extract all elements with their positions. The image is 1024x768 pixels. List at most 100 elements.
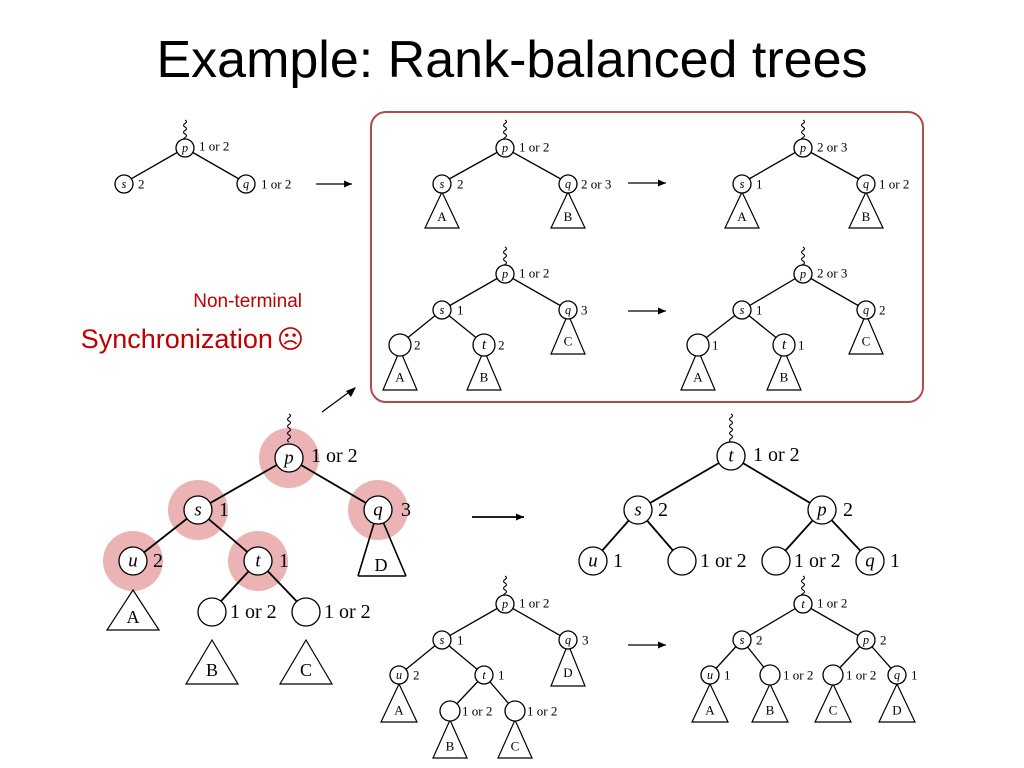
rank-label: 2	[498, 338, 505, 353]
node-name-label: p	[799, 267, 806, 281]
tree-node	[495, 264, 515, 284]
arrow-tree1-head	[344, 180, 352, 188]
rank-label: 2 or 3	[817, 266, 847, 281]
rank-label: 1 or 2	[879, 177, 909, 192]
tree-node	[558, 300, 578, 320]
node-name-label: p	[799, 141, 806, 155]
node-name-label: t	[255, 551, 261, 572]
subtree-label: D	[375, 555, 388, 575]
rank-label: 1 or 2	[783, 668, 813, 683]
tree-edge	[441, 147, 506, 184]
tree-edge	[802, 603, 867, 641]
tree-node	[432, 300, 452, 320]
subtree-label: B	[780, 370, 789, 385]
subtree-label: B	[564, 209, 573, 224]
subtree-triangle	[432, 718, 468, 759]
node-name-label: p	[501, 141, 508, 155]
tree-edge	[637, 455, 732, 511]
tree-node	[236, 174, 256, 194]
rank-label: 2 or 3	[817, 140, 847, 155]
tree-node	[274, 443, 304, 473]
subtree-triangle	[105, 588, 161, 631]
node-name-label: q	[565, 303, 571, 317]
blank-node	[291, 597, 321, 627]
rank-label: 1 or 2	[230, 601, 277, 623]
tree-edge	[441, 273, 506, 311]
tree-node	[472, 333, 496, 357]
rank-label: 1 or 2	[519, 266, 549, 281]
subtree-label: B	[480, 370, 489, 385]
subtree-label: B	[206, 660, 218, 680]
rank-label: 1 or 2	[700, 550, 747, 572]
tree-edge	[802, 273, 867, 311]
arrow-box-row2-head	[658, 307, 666, 315]
node-name-label: t	[782, 337, 787, 353]
node-name-label: s	[194, 500, 201, 521]
node-name-label: s	[740, 633, 745, 647]
subtree-triangle	[848, 190, 884, 229]
blank-node	[686, 333, 710, 357]
synchronization-label: Synchronization☹	[81, 324, 304, 355]
node-name-label: s	[122, 177, 127, 191]
tree-edge	[504, 273, 569, 311]
tree-edge	[741, 603, 804, 641]
rank-label: 2	[413, 668, 420, 683]
subtree-label: A	[693, 370, 703, 385]
tree-node	[732, 174, 752, 194]
rank-label: 1 or 2	[199, 139, 229, 154]
tree-edge	[288, 457, 379, 511]
subtree-triangle	[680, 348, 716, 391]
subtree-triangle	[848, 312, 884, 355]
rank-label: 1 or 2	[753, 444, 800, 466]
node-name-label: t	[482, 337, 487, 353]
node-name-label: q	[373, 500, 382, 521]
node-name-label: q	[863, 303, 869, 317]
subtree-triangle	[424, 190, 460, 229]
tree-node	[243, 546, 273, 576]
tree-node	[118, 546, 148, 576]
subtree-label: C	[564, 334, 573, 349]
tree-node	[578, 546, 608, 576]
subtree-triangle	[184, 638, 240, 685]
node-name-label: s	[740, 303, 745, 317]
node-name-label: s	[440, 633, 445, 647]
tree-node	[175, 138, 195, 158]
node-name-label: q	[243, 177, 249, 191]
synchronization-text: Synchronization	[80, 324, 273, 354]
tree-node	[793, 138, 813, 158]
rank-label: 2	[138, 177, 145, 192]
node-name-label: q	[894, 668, 900, 682]
tree-node	[732, 630, 752, 650]
rank-label: 2	[843, 499, 853, 521]
subtree-triangle	[766, 348, 802, 391]
rank-label: 2	[457, 177, 464, 192]
node-name-label: p	[862, 633, 869, 647]
node-name-label: p	[501, 597, 508, 611]
subtree-triangle	[550, 642, 586, 687]
rank-label: 1 or 2	[519, 596, 549, 611]
subtree-triangle	[278, 638, 334, 685]
tree-node	[183, 495, 213, 525]
non-terminal-label: Non-terminal	[193, 291, 302, 312]
node-name-label: q	[863, 177, 869, 191]
node-name-label: q	[565, 177, 571, 191]
blank-node	[761, 546, 791, 576]
tree-edge	[184, 147, 247, 184]
rank-label: 1	[756, 177, 763, 192]
subtree-label: C	[829, 702, 838, 717]
subtree-label: A	[127, 607, 140, 627]
rank-label: 1	[724, 668, 731, 683]
tree-node	[772, 333, 796, 357]
subtree-label: C	[300, 660, 312, 680]
rank-label: 1	[911, 668, 918, 683]
arrow-main-head	[516, 513, 524, 521]
tree-node	[114, 174, 134, 194]
tree-node	[856, 174, 876, 194]
rank-label: 2	[879, 303, 886, 318]
node-name-label: p	[282, 448, 293, 469]
parent-squiggle	[502, 119, 508, 142]
tree-node	[495, 594, 515, 614]
tree-node	[623, 495, 653, 525]
node-name-label: u	[128, 551, 137, 572]
